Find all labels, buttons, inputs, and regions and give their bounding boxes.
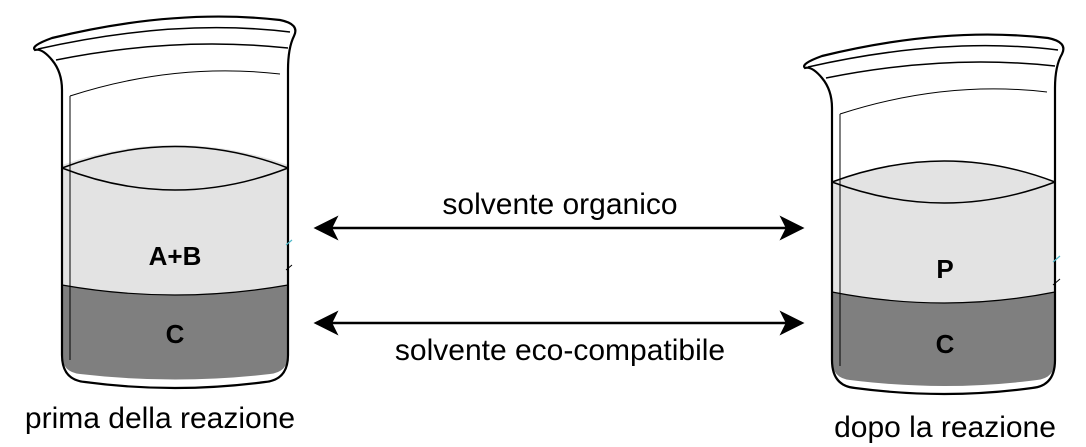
upper-layer-label-right: P [936, 254, 953, 284]
beaker-inner-line-left [69, 70, 281, 360]
arrow-top-label: solvente organico [442, 188, 677, 221]
lower-liquid-right [832, 292, 1055, 386]
arrow-top: solvente organico [313, 188, 805, 241]
liquid-surface-right [831, 160, 1056, 204]
lower-layer-label-left: C [166, 319, 185, 349]
arrow-bottom: solvente eco-compatibile [313, 310, 805, 367]
lower-layer-label-right: C [936, 329, 955, 359]
arrow-bottom-label: solvente eco-compatibile [395, 334, 725, 367]
beaker-inner-line-right [839, 88, 1048, 366]
upper-liquid-left [62, 145, 288, 295]
upper-layer-label-left: A+B [149, 241, 202, 271]
lower-liquid-left [62, 285, 288, 380]
upper-liquid-right [832, 161, 1055, 303]
caption-right: dopo la reazione [834, 411, 1056, 444]
beaker-right: P C [803, 33, 1065, 396]
beaker-rim-left [37, 26, 291, 61]
beaker-glass-left [33, 15, 297, 390]
beaker-left: A+B C [33, 15, 297, 390]
layer-interface-right [831, 291, 1056, 304]
beaker-rim-right [807, 44, 1059, 79]
layer-interface-left [61, 284, 289, 296]
beaker-glass-right [803, 33, 1065, 396]
caption-left: prima della reazione [25, 402, 295, 435]
liquid-surface-left [61, 145, 289, 191]
